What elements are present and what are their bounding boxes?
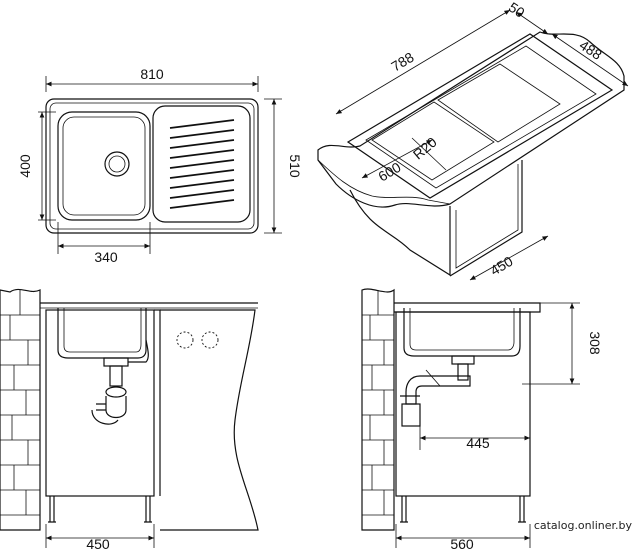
side-view: 308 445 560	[361, 288, 603, 550]
sink-outline	[45, 98, 259, 234]
bowl-outline	[57, 111, 151, 221]
dimension-front-cabinet: 450	[86, 536, 110, 550]
countertop-outline	[317, 31, 625, 208]
siphon-front	[91, 339, 149, 425]
iso-view: 788 50 488 R20 600 450	[317, 0, 629, 281]
cabinet-outline	[349, 189, 451, 277]
dimension-side-drain: 445	[466, 435, 490, 451]
dimension-iso-length: 788	[388, 49, 416, 75]
bowl-section	[57, 308, 147, 359]
dimension-iso-radius: R20	[410, 134, 440, 163]
dimension-bowl-width: 340	[94, 249, 118, 265]
cabinet-side	[395, 311, 531, 497]
dimension-side-cabinet: 560	[450, 536, 474, 550]
cabinet-front	[45, 309, 155, 497]
dimension-height: 510	[287, 154, 303, 178]
drainboard-grooves	[169, 119, 235, 209]
drain-icon	[104, 151, 130, 177]
brick-wall	[0, 288, 41, 531]
bowl-section-side	[403, 308, 521, 357]
brick-wall-side	[361, 288, 395, 531]
dimension-width: 810	[140, 66, 164, 82]
plan-view: 810 510 400 340	[17, 66, 303, 265]
siphon-side	[400, 355, 475, 427]
dimension-iso-depth: 488	[577, 37, 605, 63]
dimension-bowl-depth: 400	[17, 154, 33, 178]
dimension-side-height: 308	[587, 331, 603, 355]
watermark: catalog.onliner.by	[534, 519, 633, 532]
front-view: 450	[0, 288, 259, 550]
drainboard-outline	[152, 105, 251, 223]
